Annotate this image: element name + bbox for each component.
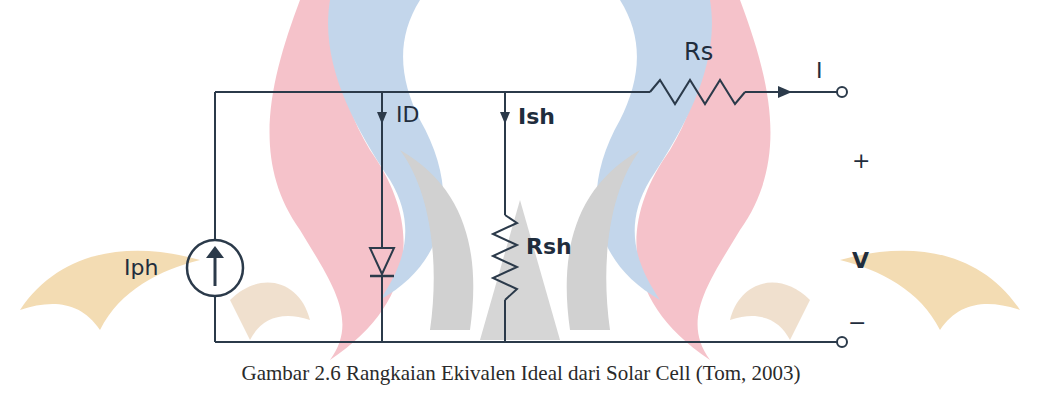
circuit-label: Ish <box>518 106 555 128</box>
current-arrow <box>500 112 510 124</box>
resistor-symbol <box>493 215 517 300</box>
wires <box>215 92 837 342</box>
circuit-label: I <box>816 60 823 82</box>
circuit-label: Rsh <box>526 236 572 258</box>
current-source-symbol <box>187 240 243 296</box>
terminal <box>837 87 847 97</box>
current-arrows <box>377 86 792 124</box>
watermark-ornament <box>20 251 200 330</box>
circuit-label: ID <box>396 104 419 126</box>
circuit-label: − <box>848 312 866 334</box>
watermark-shape <box>480 200 560 340</box>
circuit-label: + <box>852 150 870 172</box>
circuit-label: V <box>852 250 869 272</box>
watermark <box>20 0 1020 360</box>
watermark-ornament <box>730 283 810 340</box>
terminals <box>837 87 847 347</box>
watermark-shape <box>567 150 640 330</box>
figure-caption: Gambar 2.6 Rangkaian Ekivalen Ideal dari… <box>0 362 1042 385</box>
watermark-flame <box>328 0 443 300</box>
circuit-label: Rs <box>684 40 713 64</box>
watermark-shape <box>400 150 473 330</box>
wire <box>215 341 837 343</box>
resistor-symbol <box>650 80 745 104</box>
wire <box>215 91 650 93</box>
terminal <box>837 337 847 347</box>
current-arrow <box>377 112 387 124</box>
wire <box>214 92 216 342</box>
watermark-ornament <box>840 251 1020 330</box>
diode-symbol <box>370 248 394 276</box>
watermark-ornament <box>230 283 310 340</box>
wire <box>381 92 383 342</box>
wire <box>504 92 506 342</box>
circuit-label: Iph <box>124 257 158 279</box>
current-arrow <box>778 86 792 98</box>
